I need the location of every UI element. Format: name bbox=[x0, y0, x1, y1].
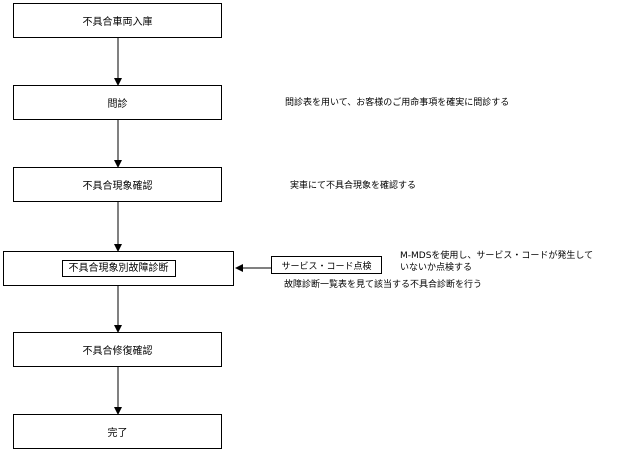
step-label: 不具合車両入庫 bbox=[82, 17, 153, 28]
step-interview: 問診 bbox=[13, 85, 222, 120]
step-fault-diagnosis: 不具合現象別故障診断 bbox=[3, 251, 234, 286]
step-label-box: 不具合現象別故障診断 bbox=[61, 260, 176, 277]
note-symptom-check: 実車にて不具合現象を確認する bbox=[290, 181, 417, 191]
step-repair-check: 不具合修復確認 bbox=[13, 332, 222, 367]
side-box-label: サービス・コード点検 bbox=[281, 261, 372, 272]
step-label: 不具合修復確認 bbox=[82, 346, 153, 357]
step-label: 不具合現象確認 bbox=[82, 181, 153, 192]
note-mmds-line1: M-MDSを使用し、サービス・コードが発生して bbox=[400, 251, 594, 261]
step-symptom-check: 不具合現象確認 bbox=[13, 167, 222, 202]
step-label: 不具合現象別故障診断 bbox=[68, 263, 169, 274]
step-vehicle-intake: 不具合車両入庫 bbox=[13, 3, 222, 38]
note-mmds-line2: いないか点検する bbox=[400, 263, 473, 273]
step-complete: 完了 bbox=[13, 414, 222, 449]
service-code-check-box: サービス・コード点検 bbox=[271, 256, 382, 274]
note-interview: 問診表を用いて、お客様のご用命事項を確実に問診する bbox=[285, 98, 510, 108]
step-label: 完了 bbox=[107, 428, 128, 439]
note-diag-table: 故障診断一覧表を見て該当する不具合診断を行う bbox=[284, 280, 483, 290]
step-label: 問診 bbox=[107, 99, 128, 110]
